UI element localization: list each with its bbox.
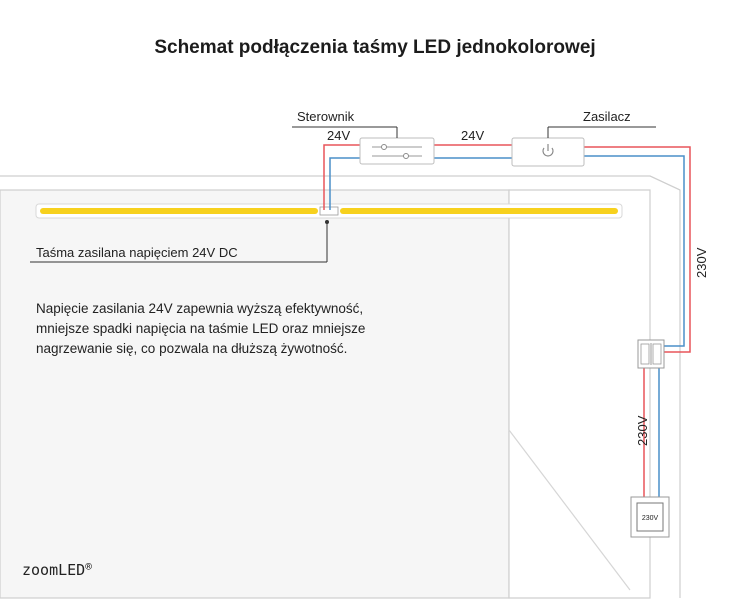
- voltage-label-230v-left: 230V: [635, 415, 650, 446]
- led-strip-connector: [319, 206, 339, 216]
- power-supply-label: Zasilacz: [583, 109, 631, 124]
- brand-mark: ®: [85, 560, 92, 573]
- wall-front-panel: [0, 189, 510, 599]
- wall-corner-edge: [508, 429, 631, 591]
- description-paragraph: Napięcie zasilania 24V zapewnia wyższą e…: [36, 299, 456, 359]
- switch-key-left: [640, 343, 650, 365]
- controller-callout: Sterownik: [292, 109, 398, 138]
- wires-switch-to-socket: [643, 368, 660, 500]
- brand-logo: zoomLED®: [22, 560, 92, 579]
- controller-knob-bottom: [403, 153, 409, 159]
- led-strip-right-segment: [340, 208, 618, 214]
- wall-switch: [637, 339, 665, 369]
- power-icon: [542, 144, 554, 157]
- controller-knob-top: [381, 144, 387, 150]
- switch-key-right: [652, 343, 662, 365]
- controller-body: [359, 137, 435, 165]
- wire-phase-230v: [582, 146, 691, 353]
- controller-device: [359, 137, 435, 165]
- socket-voltage-label: 230V: [642, 515, 659, 522]
- power-supply-callout: Zasilacz: [547, 109, 656, 138]
- wall-side-panel: [508, 189, 651, 599]
- power-supply-device: [511, 137, 585, 167]
- wires-supply-to-switch: [582, 146, 691, 353]
- description-line-1: Napięcie zasilania 24V zapewnia wyższą e…: [36, 301, 364, 316]
- diagram-title: Schemat podłączenia taśmy LED jednokolor…: [154, 37, 595, 58]
- power-supply-body: [511, 137, 585, 167]
- brand-name: zoomLED: [22, 561, 85, 579]
- voltage-label-230v-right: 230V: [694, 247, 709, 278]
- wire-neutral-230v: [582, 155, 685, 347]
- wire-negative-strip: [329, 157, 362, 210]
- voltage-label-24v-left: 24V: [327, 128, 350, 143]
- wall-top-diagonal: [649, 175, 681, 191]
- brand-logo-text: zoomLED®: [22, 560, 92, 579]
- wall-outline: [0, 175, 681, 599]
- voltage-label-24v-right: 24V: [461, 128, 484, 143]
- controller-label: Sterownik: [297, 109, 355, 124]
- socket-box: 230V: [630, 496, 670, 538]
- led-strip-left-segment: [40, 208, 318, 214]
- description-line-2: mniejsze spadki napięcia na taśmie LED o…: [36, 321, 366, 336]
- socket-inner: [636, 502, 664, 532]
- strip-caption: Taśma zasilana napięciem 24V DC: [36, 245, 238, 260]
- wire-positive-strip: [323, 144, 362, 210]
- description-line-3: nagrzewanie się, co pozwala na dłuższą ż…: [36, 341, 348, 356]
- strip-callout: Taśma zasilana napięciem 24V DC: [30, 220, 329, 263]
- led-strip: [35, 203, 623, 219]
- wires-strip-to-controller: [323, 144, 362, 210]
- wires-controller-to-supply: [432, 144, 512, 159]
